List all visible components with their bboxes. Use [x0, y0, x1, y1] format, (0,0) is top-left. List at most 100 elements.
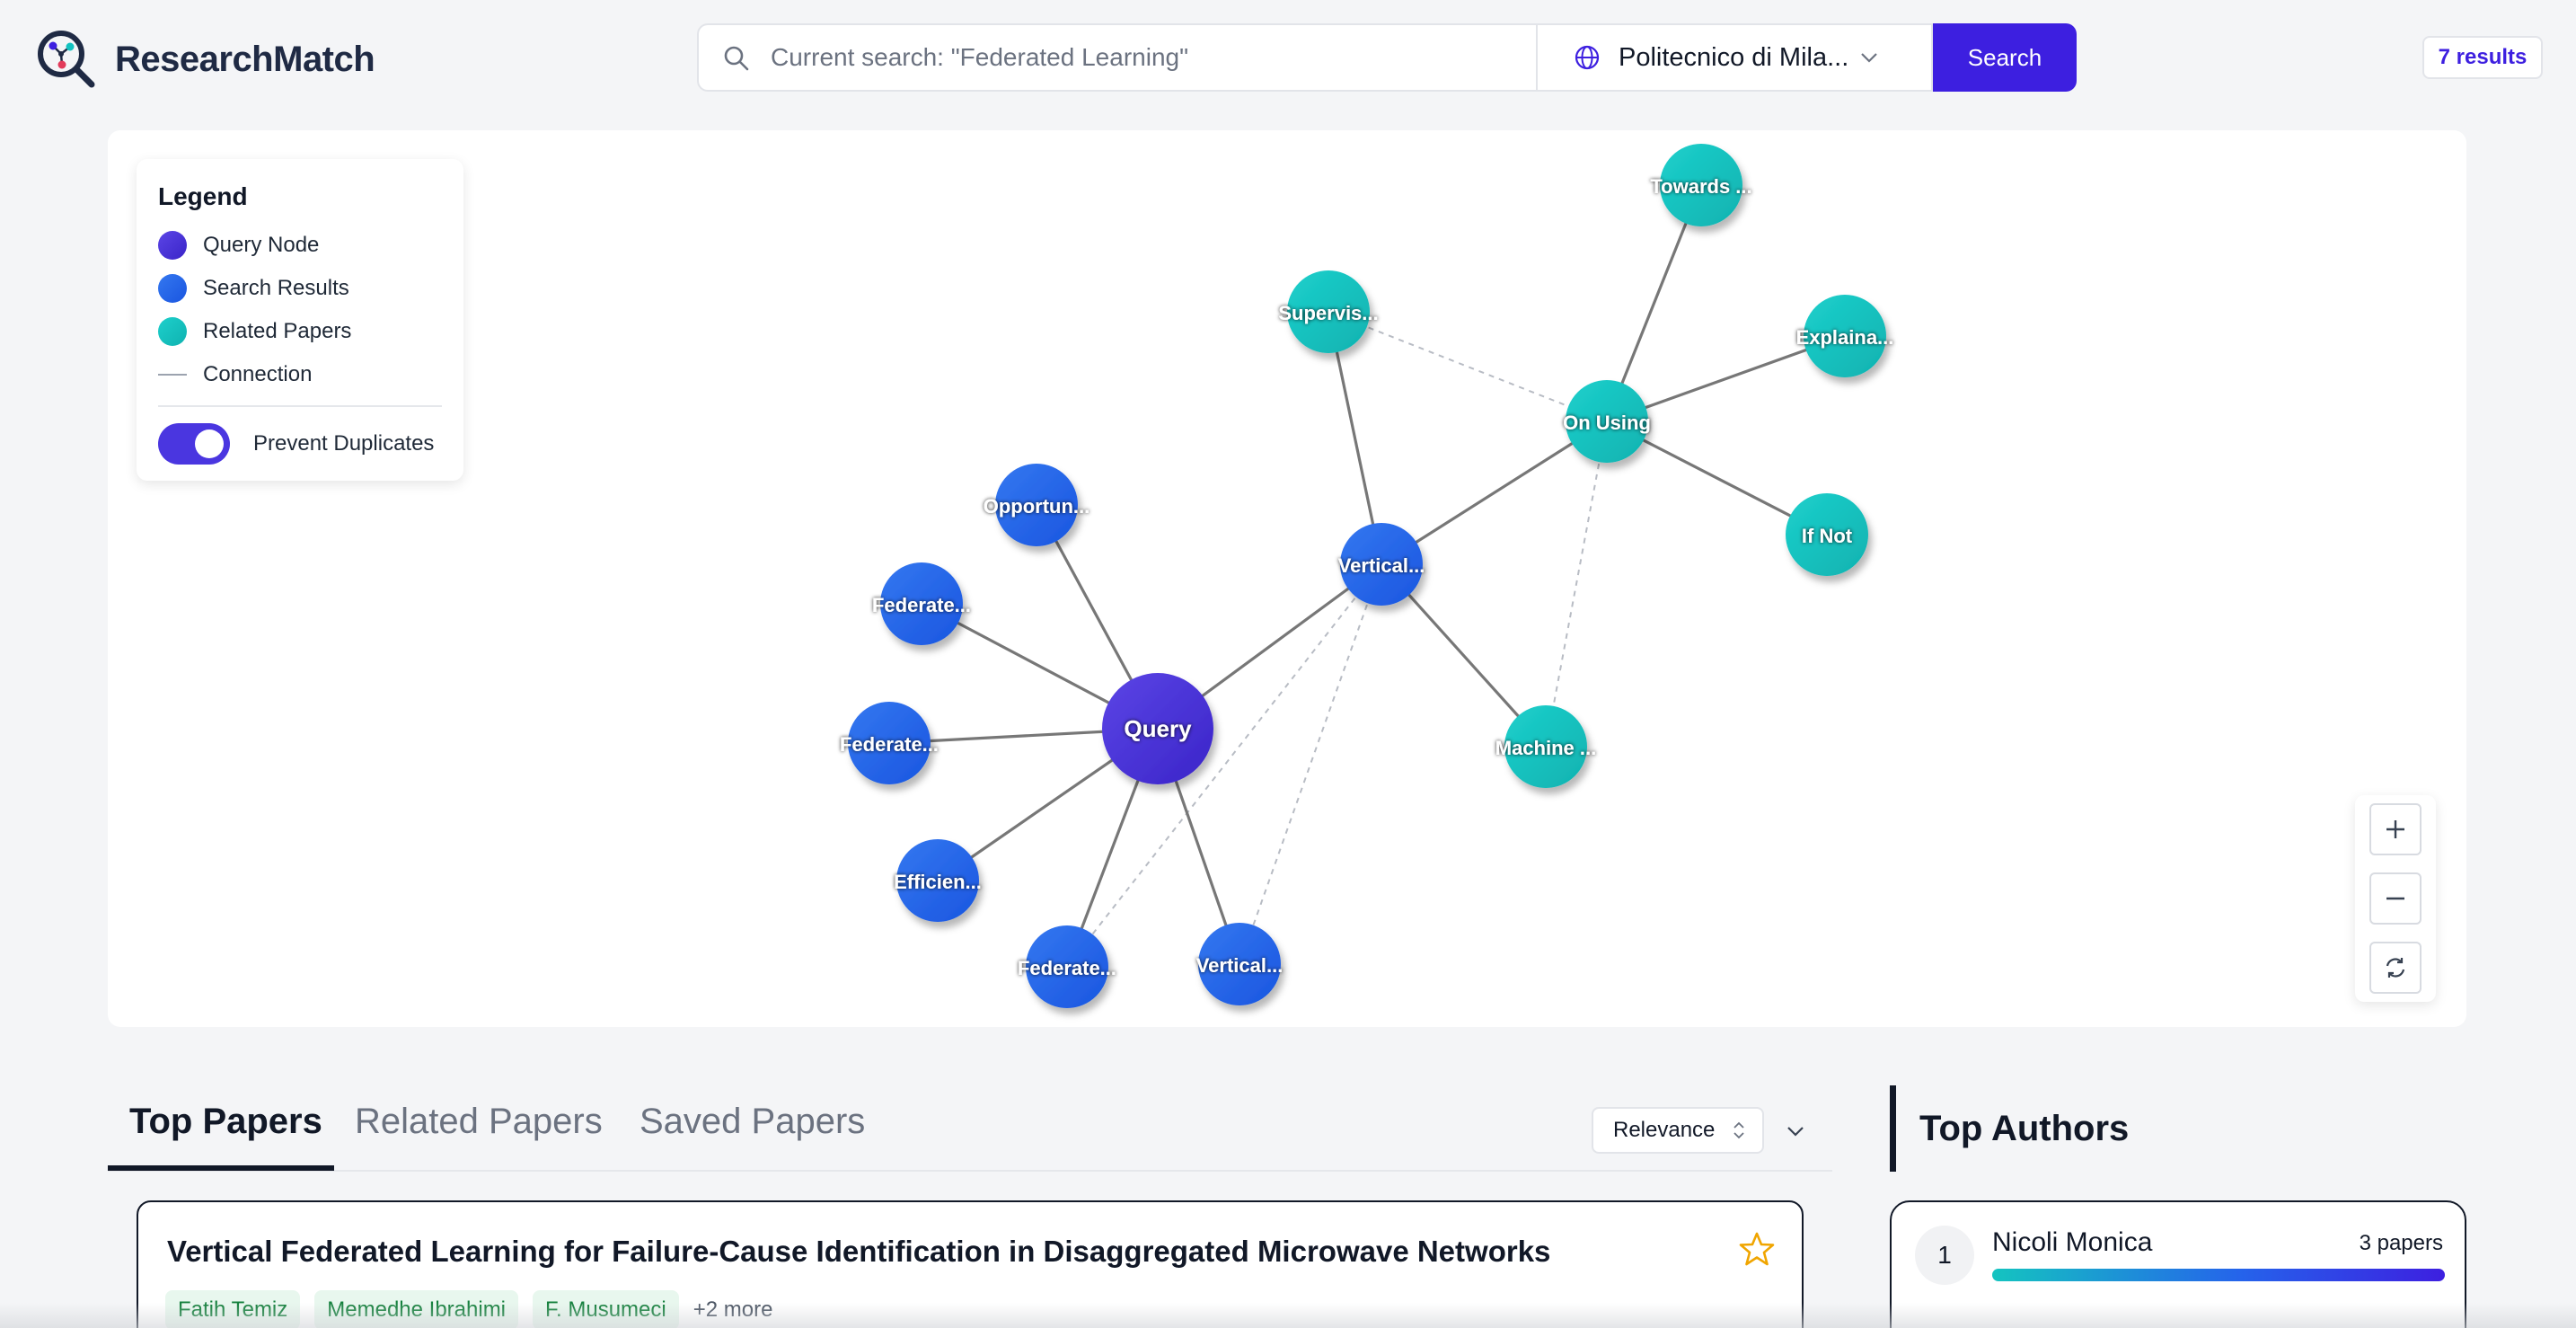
search-input[interactable]	[771, 43, 1507, 72]
node-circle[interactable]	[1660, 144, 1742, 226]
node-label: Vertical...	[1338, 554, 1425, 577]
minus-icon	[2386, 897, 2404, 900]
related-paper-swatch	[158, 317, 187, 346]
reset-view-button[interactable]	[2369, 941, 2422, 994]
node-circle[interactable]	[1566, 380, 1648, 463]
prevent-duplicates-row: Prevent Duplicates	[158, 423, 442, 465]
star-icon[interactable]	[1739, 1231, 1775, 1267]
graph-panel: Query Opportun... Federate... Federate... Ef…	[108, 130, 2466, 1027]
graph-edge	[1605, 184, 1703, 422]
tab-saved-papers[interactable]: Saved Papers	[640, 1102, 866, 1141]
author-score-bar	[1992, 1269, 2445, 1281]
node-label: Explaina...	[1796, 326, 1894, 349]
tab-top-papers[interactable]: Top Papers	[129, 1102, 322, 1141]
bottom-fade	[0, 1303, 2576, 1328]
similarity-edge	[1066, 563, 1382, 968]
search-box	[697, 23, 1536, 92]
node-label: Opportun...	[984, 495, 1090, 518]
logo-text: ResearchMatch	[115, 39, 375, 79]
zoom-out-button[interactable]	[2369, 872, 2422, 925]
node-circle[interactable]	[1786, 493, 1868, 576]
graph-node-related[interactable]: Towards ...	[1650, 144, 1752, 226]
graph-edge	[1327, 311, 1383, 565]
legend-item-results: Search Results	[158, 267, 442, 310]
legend-item-related: Related Papers	[158, 310, 442, 353]
graph-node-result[interactable]: Efficien...	[894, 839, 982, 922]
node-circle[interactable]	[1102, 673, 1213, 784]
graph-node-related[interactable]: Explaina...	[1796, 295, 1894, 377]
node-label: Federate...	[840, 733, 939, 756]
graph-node-result[interactable]: Federate...	[1018, 925, 1116, 1008]
author-rank: 1	[1915, 1226, 1974, 1285]
zoom-in-button[interactable]	[2369, 803, 2422, 856]
similarity-edge	[1545, 421, 1608, 748]
globe-icon	[1575, 45, 1600, 70]
graph-node-related[interactable]: If Not	[1786, 493, 1868, 576]
graph-node-related[interactable]: Machine ...	[1495, 705, 1596, 788]
author-name: Nicoli Monica	[1992, 1227, 2153, 1257]
connection-swatch	[158, 374, 187, 376]
node-circle[interactable]	[1804, 295, 1886, 377]
node-label: Federate...	[872, 594, 971, 616]
node-label: Query	[1124, 715, 1192, 742]
university-label: Politecnico di Mila...	[1619, 42, 1849, 72]
app-header: ResearchMatch Politecnico di Mila... Sea…	[0, 0, 2576, 117]
node-circle[interactable]	[880, 562, 963, 645]
graph-node-result[interactable]: Federate...	[872, 562, 971, 645]
active-tab-indicator	[108, 1165, 334, 1171]
chevron-down-icon	[1861, 53, 1877, 63]
refresh-icon	[2386, 957, 2405, 978]
node-label: Machine ...	[1495, 737, 1596, 759]
logo[interactable]: ResearchMatch	[34, 27, 375, 92]
graph-node-related[interactable]: On Using	[1563, 380, 1651, 463]
graph-node-result[interactable]: Opportun...	[984, 464, 1090, 546]
legend-item-connection: Connection	[158, 353, 442, 396]
node-circle[interactable]	[1340, 523, 1423, 606]
graph-node-related[interactable]: Supervis...	[1278, 270, 1379, 353]
updown-icon	[1734, 1121, 1744, 1139]
legend-title: Legend	[158, 182, 248, 210]
graph-edge	[1381, 420, 1608, 566]
paper-title[interactable]: Vertical Federated Learning for Failure-…	[167, 1235, 1551, 1268]
search-icon	[724, 46, 749, 71]
sort-value: Relevance	[1613, 1118, 1716, 1142]
legend-divider	[158, 405, 442, 407]
node-circle[interactable]	[1026, 925, 1108, 1008]
sort-direction-chevron-icon[interactable]	[1784, 1120, 1807, 1143]
node-circle[interactable]	[995, 464, 1078, 546]
node-label: Towards ...	[1650, 175, 1751, 198]
search-button[interactable]: Search	[1933, 23, 2077, 92]
node-circle[interactable]	[1504, 705, 1587, 788]
author-paper-count: 3 papers	[2359, 1231, 2443, 1255]
legend-item-query: Query Node	[158, 224, 442, 267]
tab-related-papers[interactable]: Related Papers	[355, 1102, 603, 1141]
graph-legend: Legend Query Node Search Results Related…	[137, 159, 463, 481]
node-label: Supervis...	[1278, 302, 1378, 324]
graph-edge	[1606, 334, 1846, 423]
legend-label: Related Papers	[203, 319, 352, 343]
zoom-controls	[2355, 795, 2436, 1002]
query-node-swatch	[158, 231, 187, 260]
university-select[interactable]: Politecnico di Mila...	[1536, 23, 1933, 92]
node-circle[interactable]	[896, 839, 979, 922]
similarity-edge	[1239, 563, 1382, 965]
sort-select[interactable]: Relevance	[1592, 1107, 1764, 1154]
node-label: Vertical...	[1196, 954, 1284, 977]
node-circle[interactable]	[1198, 923, 1281, 1005]
graph-node-result[interactable]: Vertical...	[1196, 923, 1284, 1005]
legend-label: Query Node	[203, 233, 320, 257]
node-circle[interactable]	[1287, 270, 1370, 353]
toggle-label: Prevent Duplicates	[253, 431, 435, 456]
node-circle[interactable]	[848, 702, 931, 784]
node-label: Federate...	[1018, 957, 1116, 979]
graph-node-query[interactable]: Query	[1102, 673, 1213, 784]
legend-label: Connection	[203, 362, 313, 386]
node-label: Efficien...	[894, 871, 982, 893]
paper-tabs: Top Papers Related Papers Saved Papers R…	[108, 1085, 1832, 1172]
prevent-duplicates-toggle[interactable]	[158, 423, 230, 465]
results-count-badge: 7 results	[2422, 36, 2543, 79]
graph-node-result[interactable]: Vertical...	[1338, 523, 1425, 606]
network-graph[interactable]: Query Opportun... Federate... Federate... Ef…	[108, 130, 2466, 1027]
graph-node-result[interactable]: Federate...	[840, 702, 939, 784]
top-authors-heading: Top Authors	[1890, 1085, 2129, 1172]
